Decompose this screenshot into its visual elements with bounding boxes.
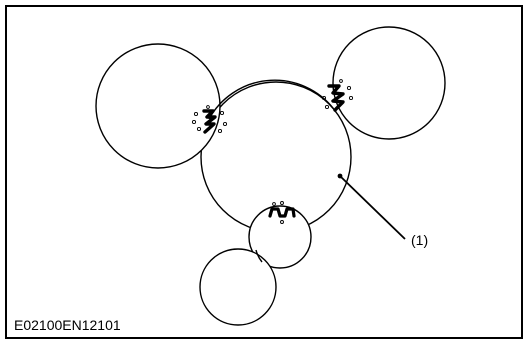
upper-right-gear-circle bbox=[332, 26, 446, 140]
center-gear-upper-arc bbox=[208, 79, 337, 120]
crack-icon bbox=[191, 105, 228, 134]
callout-leader-line bbox=[339, 175, 406, 240]
small-gear-overlap-arc bbox=[255, 249, 263, 263]
crack-icon bbox=[321, 79, 354, 112]
figure-frame bbox=[5, 5, 523, 339]
callout-label: (1) bbox=[411, 232, 429, 248]
crack-icon bbox=[268, 201, 296, 224]
small-gear-circle bbox=[248, 205, 312, 269]
bottom-gear-circle bbox=[199, 248, 277, 326]
figure-caption: E02100EN12101 bbox=[14, 317, 121, 333]
left-gear-circle bbox=[95, 43, 221, 169]
